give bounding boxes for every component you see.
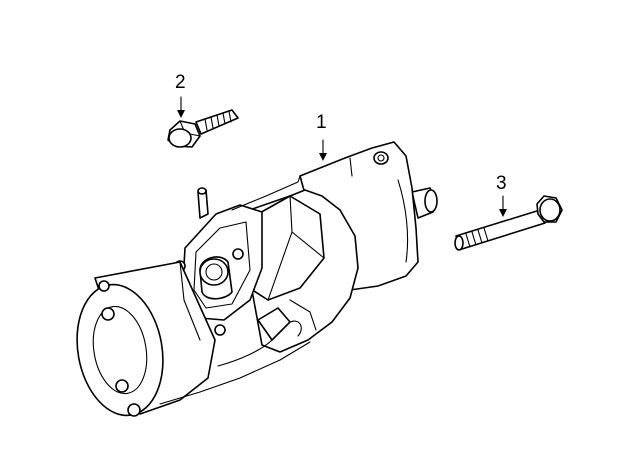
callout-1-arrow bbox=[319, 139, 327, 161]
long-bolt[interactable] bbox=[454, 195, 563, 251]
callout-number-2: 2 bbox=[175, 72, 186, 93]
callout-number-3: 3 bbox=[496, 173, 507, 194]
callout-3-arrow bbox=[499, 195, 507, 217]
short-bolt[interactable] bbox=[167, 109, 239, 148]
callout-number-1: 1 bbox=[316, 112, 327, 133]
starter-motor[interactable] bbox=[67, 141, 438, 422]
callout-2-arrow bbox=[177, 96, 185, 118]
